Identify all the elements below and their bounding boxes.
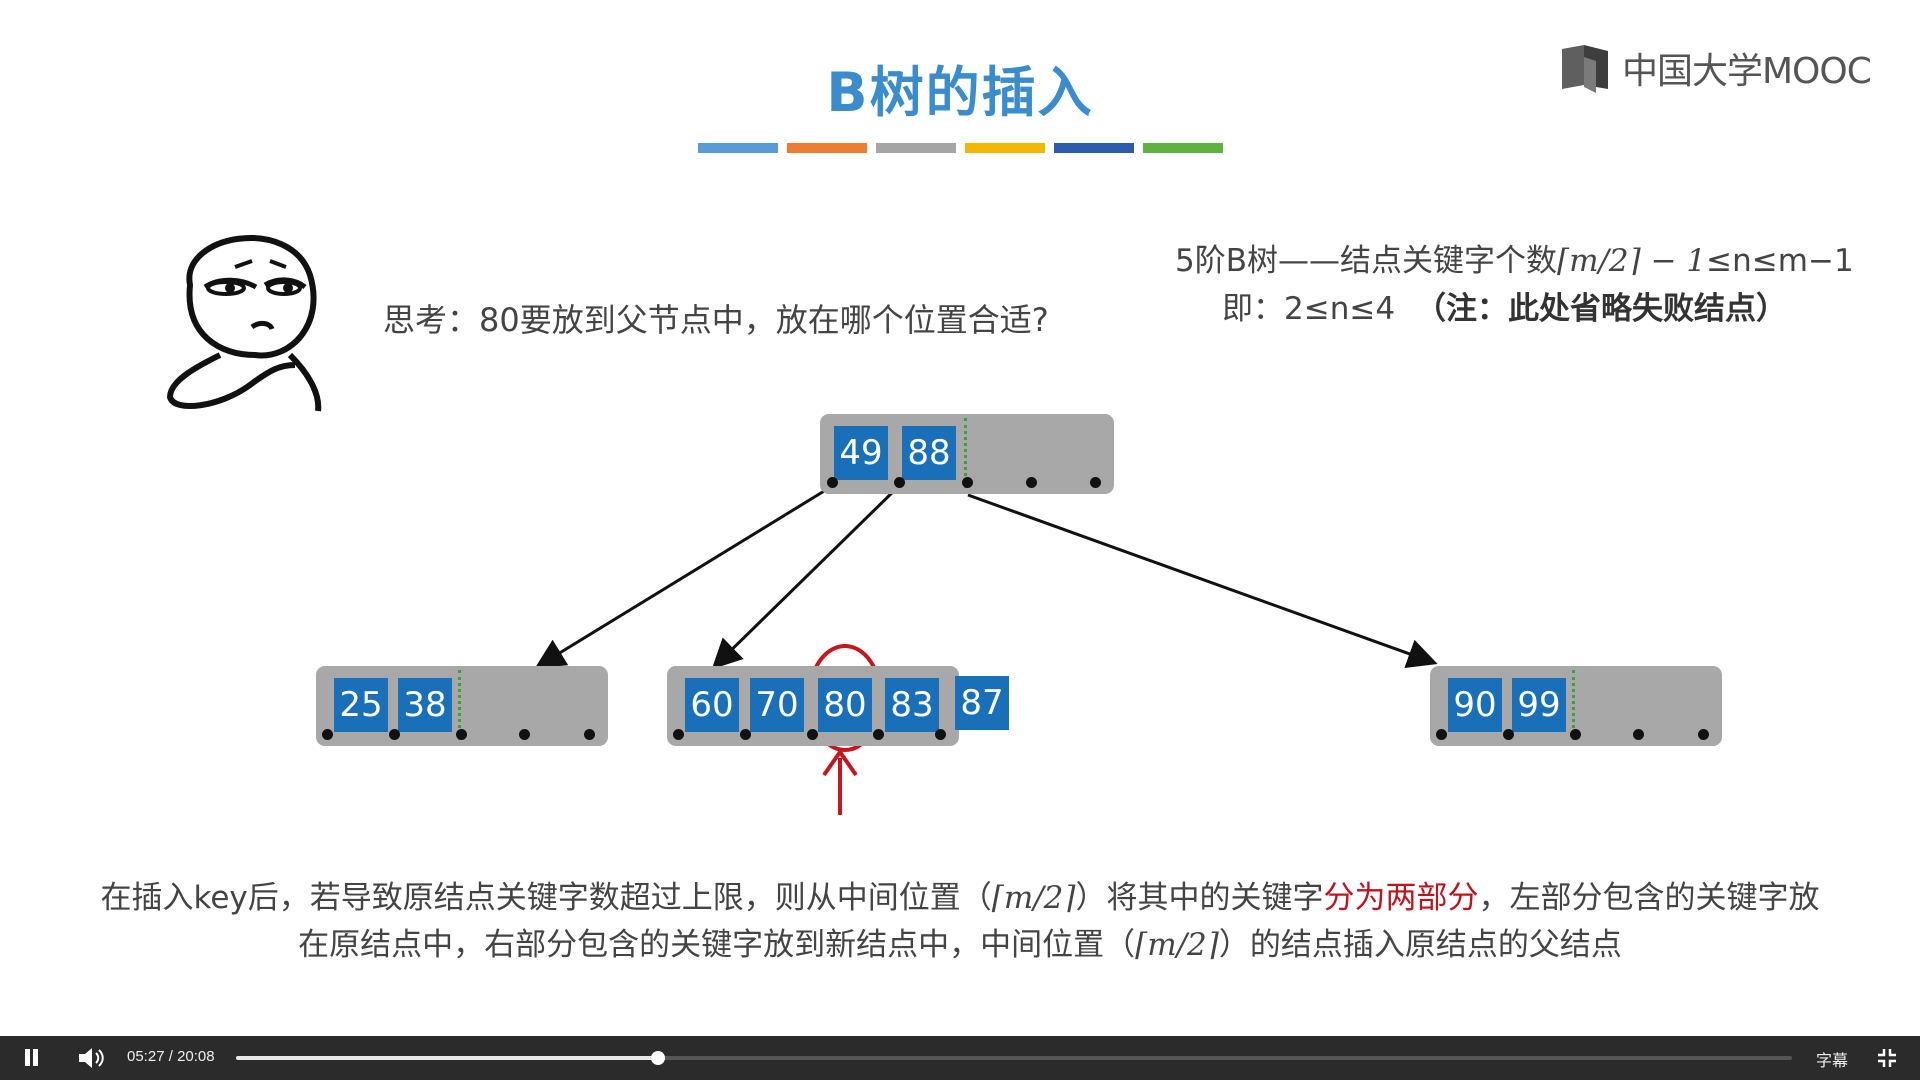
pointer-dot: [673, 729, 684, 740]
pointer-dot: [807, 729, 818, 740]
pointer-dot: [935, 729, 946, 740]
desc-part2: ）将其中的关键字: [1075, 880, 1324, 916]
range-note: （注：此处省略失败结点）: [1415, 291, 1788, 327]
title-color-bars: [698, 143, 1223, 153]
subtitle-button[interactable]: 字幕: [1816, 1051, 1849, 1070]
volume-icon[interactable]: [76, 1045, 106, 1071]
key-99: 99: [1512, 678, 1566, 732]
highlight-arrowhead: [822, 748, 858, 777]
think-question: 思考：80要放到父节点中，放在哪个位置合适?: [383, 301, 1049, 339]
color-bar-4: [965, 143, 1045, 153]
desc-formula-1: ⌈m/2⌉: [991, 880, 1076, 916]
key-divider: [964, 418, 967, 488]
key-88: 88: [902, 426, 956, 480]
color-bar-6: [1143, 143, 1223, 153]
edge-root-left: [534, 483, 835, 669]
book-logo-icon: [1562, 45, 1608, 93]
pointer-dot: [962, 477, 973, 488]
edge-root-middle: [711, 483, 902, 670]
current-time: 05:27: [127, 1048, 165, 1065]
pointer-dot: [827, 477, 838, 488]
split-rule-description: 在插入key后，若导致原结点关键字数超过上限，则从中间位置（⌈m/2⌉）将其中的…: [100, 875, 1820, 969]
pointer-dot: [519, 729, 530, 740]
progress-bar[interactable]: [236, 1051, 1792, 1065]
pointer-dot: [1698, 729, 1709, 740]
desc-highlight: 分为两部分: [1323, 880, 1479, 916]
constraint-suffix: ≤n≤m−1: [1706, 243, 1854, 279]
pointer-dot: [1090, 477, 1101, 488]
middle-child-node: 60 70 80 83: [667, 666, 959, 746]
constraint-prefix: 5阶B树——结点关键字个数: [1175, 243, 1557, 279]
color-bar-1: [698, 143, 778, 153]
desc-part4: ）的结点插入原结点的父结点: [1218, 927, 1622, 963]
constraint-formula: ⌈m/2⌉ − 1: [1557, 243, 1707, 279]
pointer-dot: [1633, 729, 1644, 740]
pointer-dot: [584, 729, 595, 740]
left-child-node: 25 38: [316, 666, 608, 746]
slide: B树的插入 中国大学MOOC 思考：80要放到父节点中，放在哪个位置合适? 5阶…: [100, 42, 1872, 969]
key-49: 49: [834, 426, 888, 480]
exit-fullscreen-icon[interactable]: [1876, 1047, 1898, 1069]
playback-time: 05:27 / 20:08: [127, 1048, 215, 1065]
pointer-dot: [894, 477, 905, 488]
key-70: 70: [750, 678, 804, 732]
progress-fill: [236, 1056, 658, 1060]
key-60: 60: [685, 678, 739, 732]
key-25: 25: [334, 678, 388, 732]
key-80: 80: [818, 678, 872, 732]
total-time: 20:08: [177, 1048, 215, 1065]
pointer-dot: [456, 729, 467, 740]
btree-order-constraint: 5阶B树——结点关键字个数⌈m/2⌉ − 1≤n≤m−1: [1175, 235, 1854, 280]
pointer-dot: [873, 729, 884, 740]
key-90: 90: [1448, 678, 1502, 732]
mooc-logo: 中国大学MOOC: [1560, 42, 1872, 94]
time-separator: /: [168, 1048, 173, 1065]
progress-thumb[interactable]: [650, 1051, 665, 1065]
desc-part3: ，左部分包含的关键字放在原结点中，右部分包含的关键字放到新结点中，中间位置（: [298, 880, 1820, 963]
btree-range-note: 即：2≤n≤4 （注：此处省略失败结点）: [1222, 283, 1787, 328]
pointer-dot: [740, 729, 751, 740]
color-bar-2: [787, 143, 867, 153]
root-node: 49 88: [820, 414, 1114, 494]
pointer-dot: [1503, 729, 1514, 740]
desc-part1: 在插入key后，若导致原结点关键字数超过上限，则从中间位置（: [100, 880, 992, 916]
pointer-dot: [389, 729, 400, 740]
range-text: 即：2≤n≤4: [1222, 291, 1396, 327]
logo-text: 中国大学MOOC: [1622, 51, 1872, 92]
pointer-dot: [1570, 729, 1581, 740]
pause-icon[interactable]: [20, 1046, 44, 1070]
pointer-dot: [1436, 729, 1447, 740]
key-divider: [458, 670, 461, 740]
color-bar-3: [876, 143, 956, 153]
key-38: 38: [398, 678, 452, 732]
video-control-bar: 05:27 / 20:08 字幕: [0, 1036, 1920, 1080]
pointer-dot: [1026, 477, 1037, 488]
right-child-node: 90 99: [1430, 666, 1722, 746]
key-divider: [1572, 670, 1575, 740]
edge-root-right: [967, 493, 1438, 668]
key-87-overflow: 87: [955, 676, 1009, 730]
slide-title: B树的插入: [826, 61, 1094, 124]
key-83: 83: [885, 678, 939, 732]
color-bar-5: [1054, 143, 1134, 153]
desc-formula-2: ⌈m/2⌉: [1135, 927, 1219, 963]
pointer-dot: [322, 729, 333, 740]
thinking-face-icon: [166, 235, 322, 412]
